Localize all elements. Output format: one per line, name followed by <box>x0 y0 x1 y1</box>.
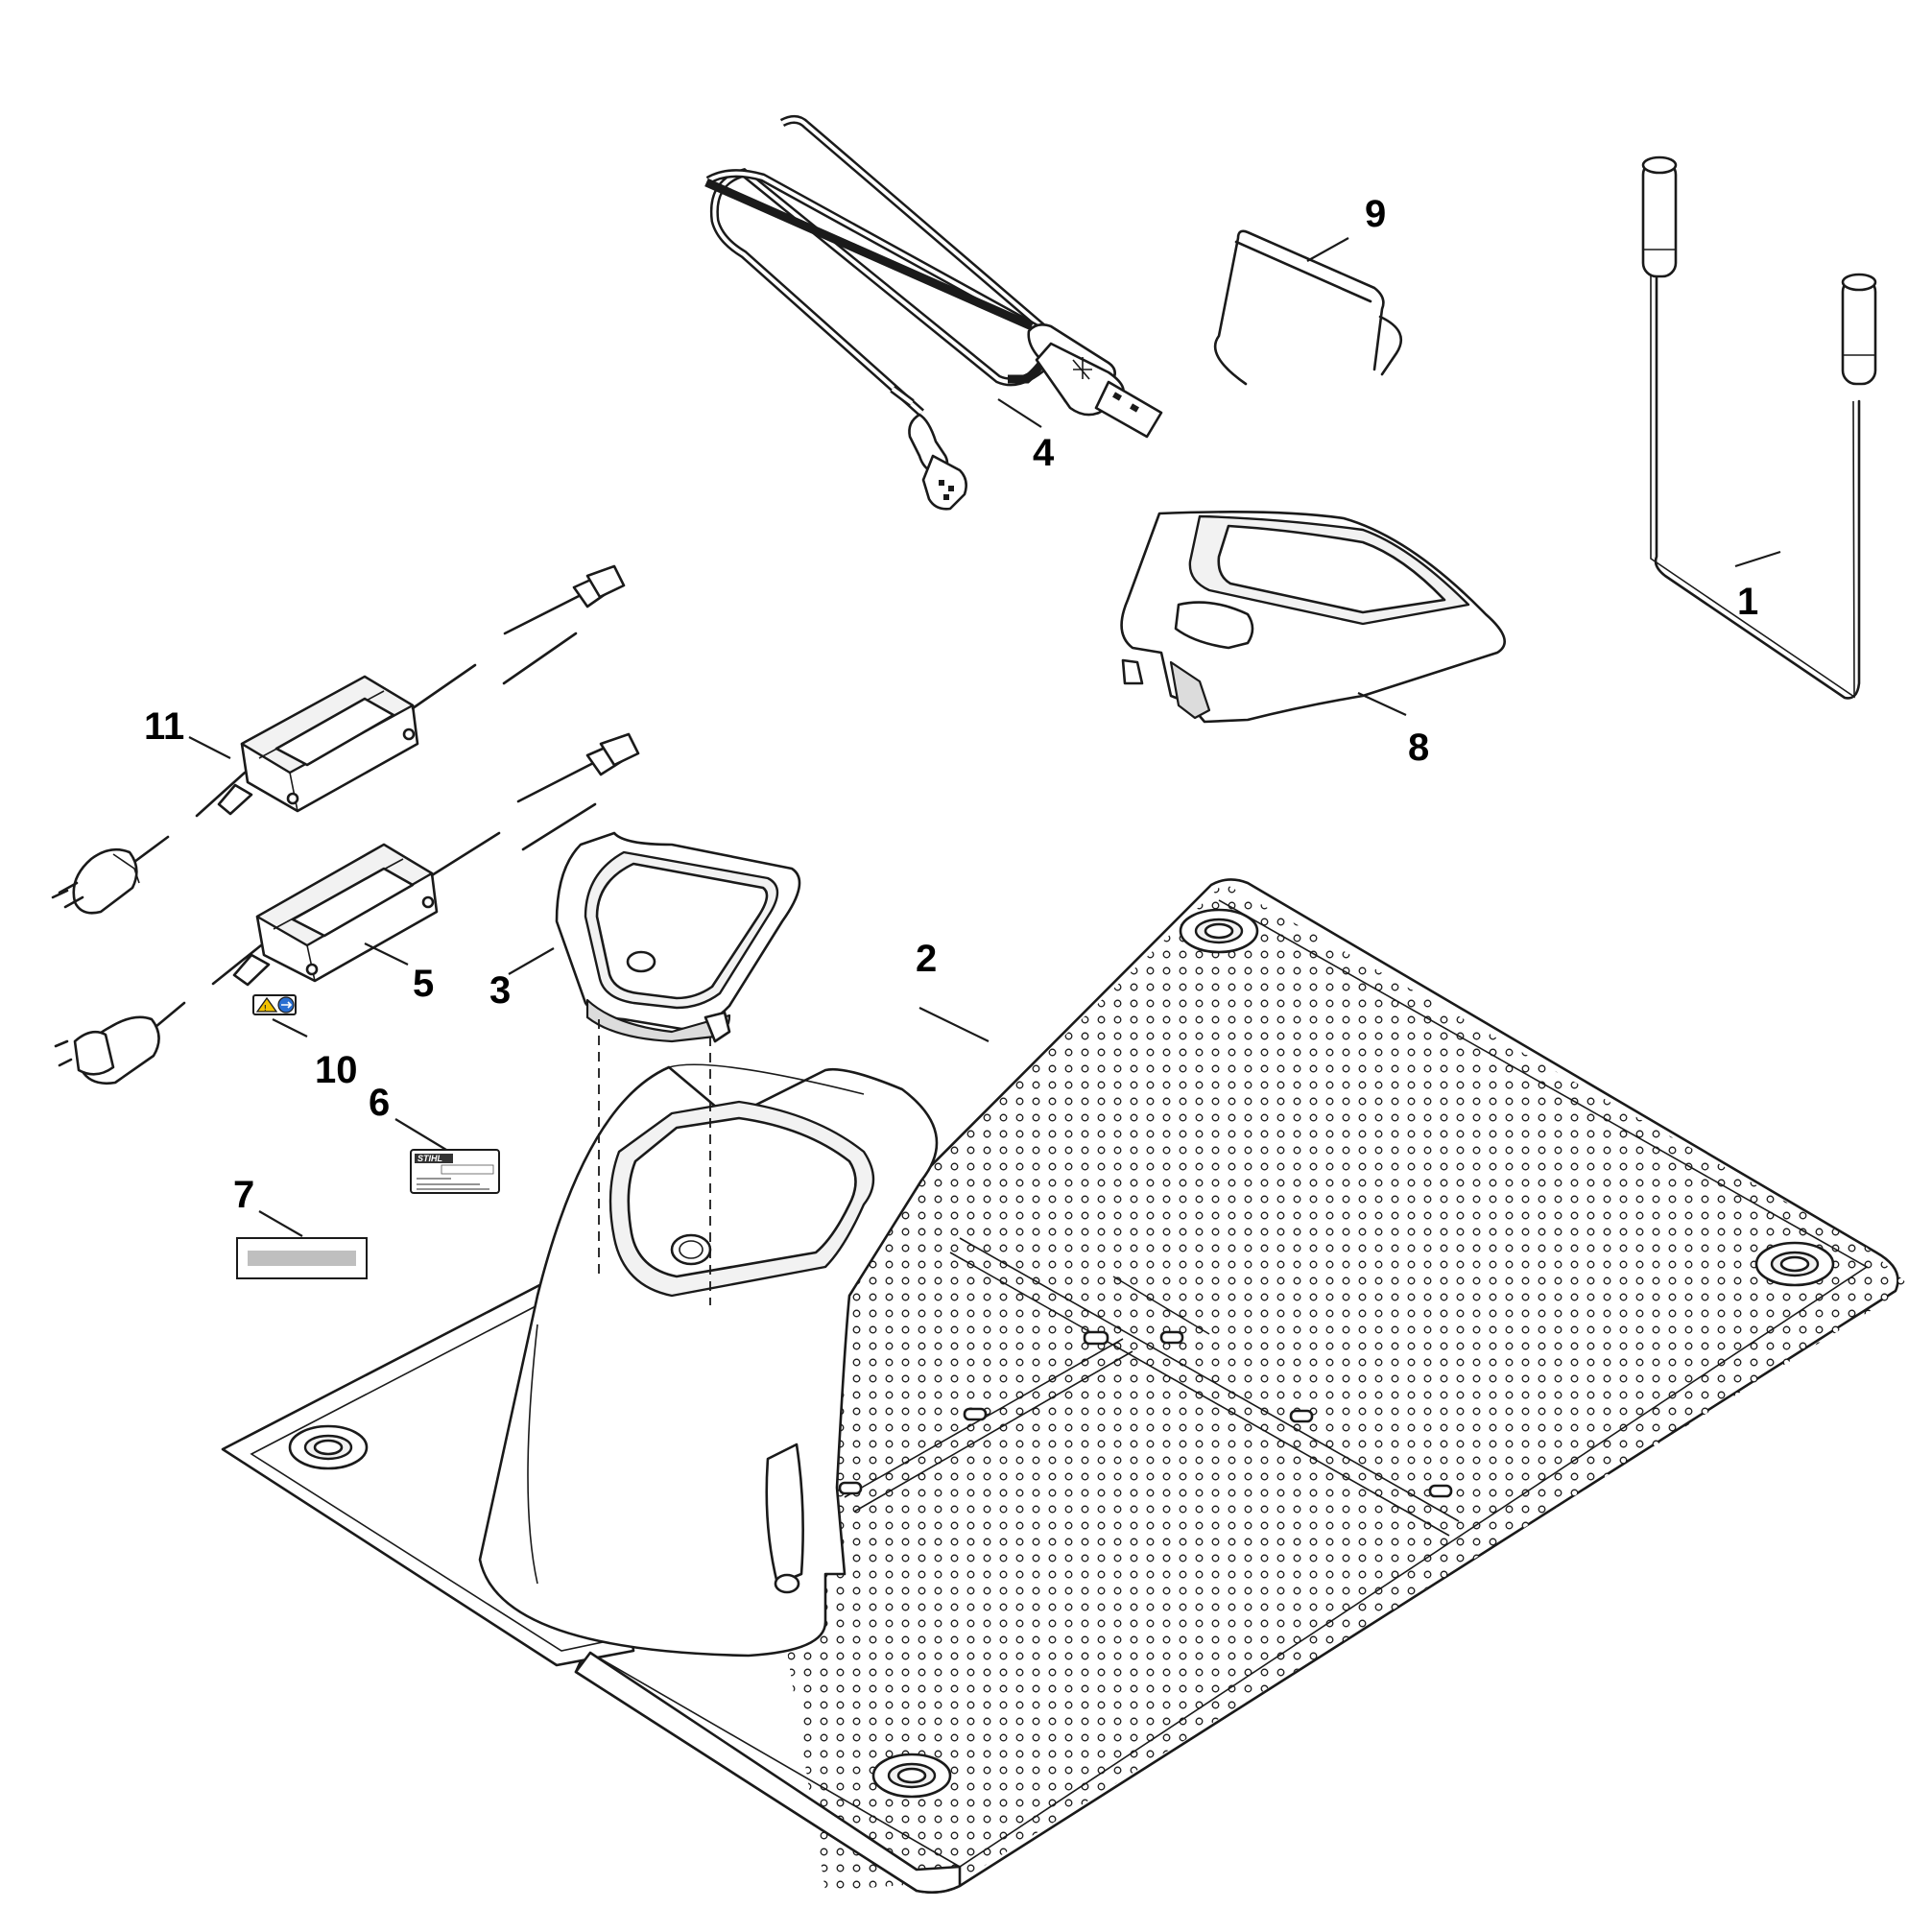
slot-clips <box>838 1330 1453 1498</box>
callout-9: 9 <box>1365 193 1386 235</box>
callout-7: 7 <box>233 1174 254 1216</box>
callout-8: 8 <box>1408 727 1429 769</box>
power-supply-eu <box>54 732 640 1085</box>
power-supply-us <box>51 564 626 915</box>
base-plate <box>221 878 1910 1894</box>
rating-plate: STIHL <box>410 1149 500 1194</box>
callout-4: 4 <box>1033 432 1055 474</box>
callout-5: 5 <box>413 963 434 1005</box>
leader-lines <box>188 237 1781 1237</box>
callout-1: 1 <box>1737 581 1758 623</box>
callout-2: 2 <box>916 938 937 980</box>
rating-plate-brand: STIHL <box>417 1154 442 1163</box>
usb-cable <box>704 115 1163 511</box>
callout-6: 6 <box>369 1082 390 1124</box>
peg-holes <box>288 908 1835 1799</box>
callout-10: 10 <box>315 1049 358 1091</box>
label-strip <box>236 1237 368 1279</box>
callout-11: 11 <box>144 705 184 748</box>
svg-text:!: ! <box>264 1004 267 1013</box>
charging-tower <box>478 1063 939 1658</box>
guide-peg <box>1641 155 1877 700</box>
hood-cover <box>1120 511 1506 724</box>
wire-clip <box>1213 229 1402 386</box>
docking-cover <box>555 831 801 1043</box>
warning-label: ! <box>252 994 297 1015</box>
callout-numbers: 1 2 3 4 5 6 7 8 9 10 11 <box>144 193 1758 1216</box>
callout-3: 3 <box>489 969 511 1012</box>
